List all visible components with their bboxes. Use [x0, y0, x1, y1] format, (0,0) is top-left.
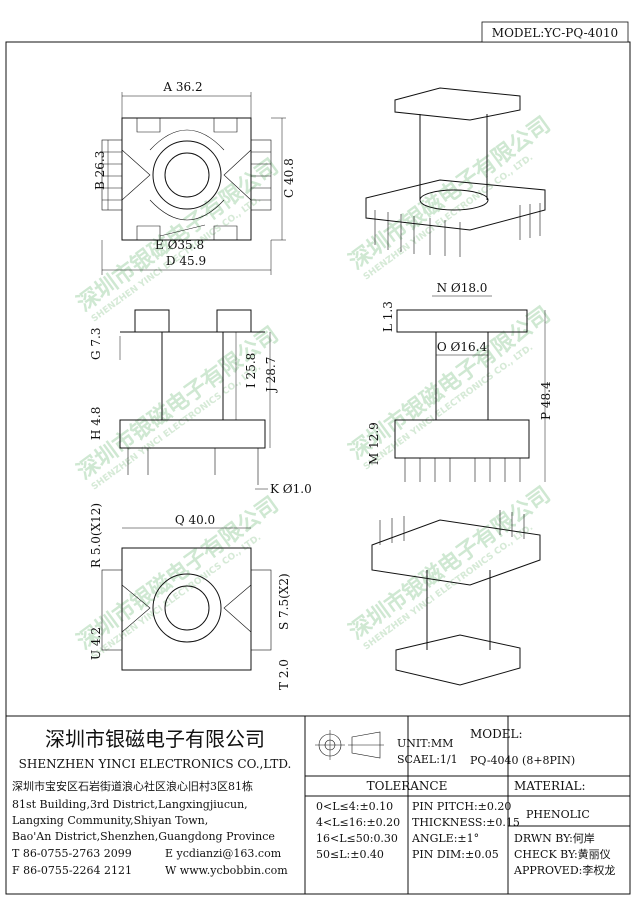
watermark-en: SHENZHEN YINCI ELECTRONICS CO., LTD. [90, 363, 263, 493]
dim-E: E Ø35.8 [155, 238, 204, 252]
checked-by: CHECK BY:黄丽仪 [514, 847, 611, 861]
iso-view-bottom [371, 510, 541, 686]
tolerance-left-1: 4<L≤16:±0.20 [316, 816, 400, 829]
watermark-en: SHENZHEN YINCI ELECTRONICS CO., LTD. [362, 523, 535, 653]
watermark-cn: 深圳市银磁电子有限公司 [72, 322, 283, 485]
title-block [6, 715, 630, 894]
side-view: G 7.3 H 4.8 I 25.8 J 28.7 K Ø1.0 [89, 309, 312, 496]
dim-C: C 40.8 [282, 158, 296, 198]
phone: T 86-0755-2763 2099 [12, 847, 132, 860]
dim-O: O Ø16.4 [437, 340, 488, 354]
bottom-view: Q 40.0 R 5.0(X12) U 4.2 S 7.5(X2) T 2.0 [89, 503, 291, 690]
dim-A: A 36.2 [162, 80, 202, 94]
dim-K: K Ø1.0 [270, 482, 312, 496]
dim-N: N Ø18.0 [437, 281, 488, 295]
company-name-en: SHENZHEN YINCI ELECTRONICS CO.,LTD. [19, 757, 292, 771]
tolerance-right-0: PIN PITCH:±0.20 [412, 800, 511, 813]
unit: UNIT:MM [397, 737, 453, 750]
tolerance-right-3: PIN DIM:±0.05 [412, 848, 499, 861]
material-value: PHENOLIC [526, 808, 590, 821]
tolerance-left-3: 50≤L:±0.40 [316, 848, 384, 861]
address-en-3: Bao'An District,Shenzhen,Guangdong Provi… [12, 830, 275, 843]
dim-S: S 7.5(X2) [277, 573, 291, 630]
material-label: MATERIAL: [514, 779, 586, 793]
dim-U: U 4.2 [89, 627, 103, 660]
tolerance-header: TOLERANCE [367, 779, 448, 793]
watermark-cn: 深圳市银磁电子有限公司 [344, 112, 555, 275]
front-view: N Ø18.0 L 1.3 O Ø16.4 P 48.4 M 12.9 [367, 281, 553, 482]
address-cn: 深圳市宝安区石岩街道浪心社区浪心旧村3区81栋 [12, 779, 253, 793]
drawing-frame [5, 41, 631, 895]
approved-by: APPROVED:李权龙 [513, 863, 615, 877]
drawn-by: DRWN BY:何岸 [514, 832, 595, 845]
fax: F 86-0755-2264 2121 [12, 864, 132, 877]
dim-I: I 25.8 [244, 353, 258, 388]
dim-J: J 28.7 [264, 357, 278, 394]
dim-L: L 1.3 [381, 301, 395, 332]
dim-P: P 48.4 [539, 381, 553, 420]
watermark-en: SHENZHEN YINCI ELECTRONICS CO., LTD. [90, 533, 263, 663]
dim-T: T 2.0 [277, 659, 291, 690]
model-value: PQ-4040 (8+8PIN) [470, 754, 575, 767]
dim-M: M 12.9 [367, 422, 381, 465]
company-name-cn: 深圳市银磁电子有限公司 [45, 727, 265, 751]
address-en-1: 81st Building,3rd District,Langxingjiucu… [12, 798, 248, 811]
dim-D: D 45.9 [166, 254, 206, 268]
address-en-2: Langxing Community,Shiyan Town, [12, 814, 208, 827]
tolerance-right-2: ANGLE:±1° [411, 832, 479, 845]
dim-G: G 7.3 [89, 328, 103, 360]
dim-B: B 26.3 [93, 151, 107, 190]
watermark-en: SHENZHEN YINCI ELECTRONICS CO., LTD. [362, 343, 535, 473]
model-label: MODEL: [470, 727, 523, 741]
email: E ycdianzi@163.com [165, 847, 282, 860]
watermark-cn: 深圳市银磁电子有限公司 [344, 482, 555, 645]
top-view: A 36.2 B 26.3 C 40.8 [93, 80, 296, 275]
tolerance-right-1: THICKNESS:±0.15 [412, 816, 520, 829]
dim-Q: Q 40.0 [175, 513, 215, 527]
model-tag-box [481, 21, 629, 43]
dim-R: R 5.0(X12) [89, 503, 103, 568]
tolerance-left-2: 16<L≤50:0.30 [316, 832, 398, 845]
model-tag: MODEL:YC-PQ-4010 [492, 26, 618, 40]
website: W www.ycbobbin.com [165, 864, 288, 877]
dim-H: H 4.8 [89, 407, 103, 440]
scale: SCAEL:1/1 [397, 753, 458, 766]
tolerance-left-0: 0<L≤4:±0.10 [316, 800, 393, 813]
iso-view-top [365, 87, 546, 257]
